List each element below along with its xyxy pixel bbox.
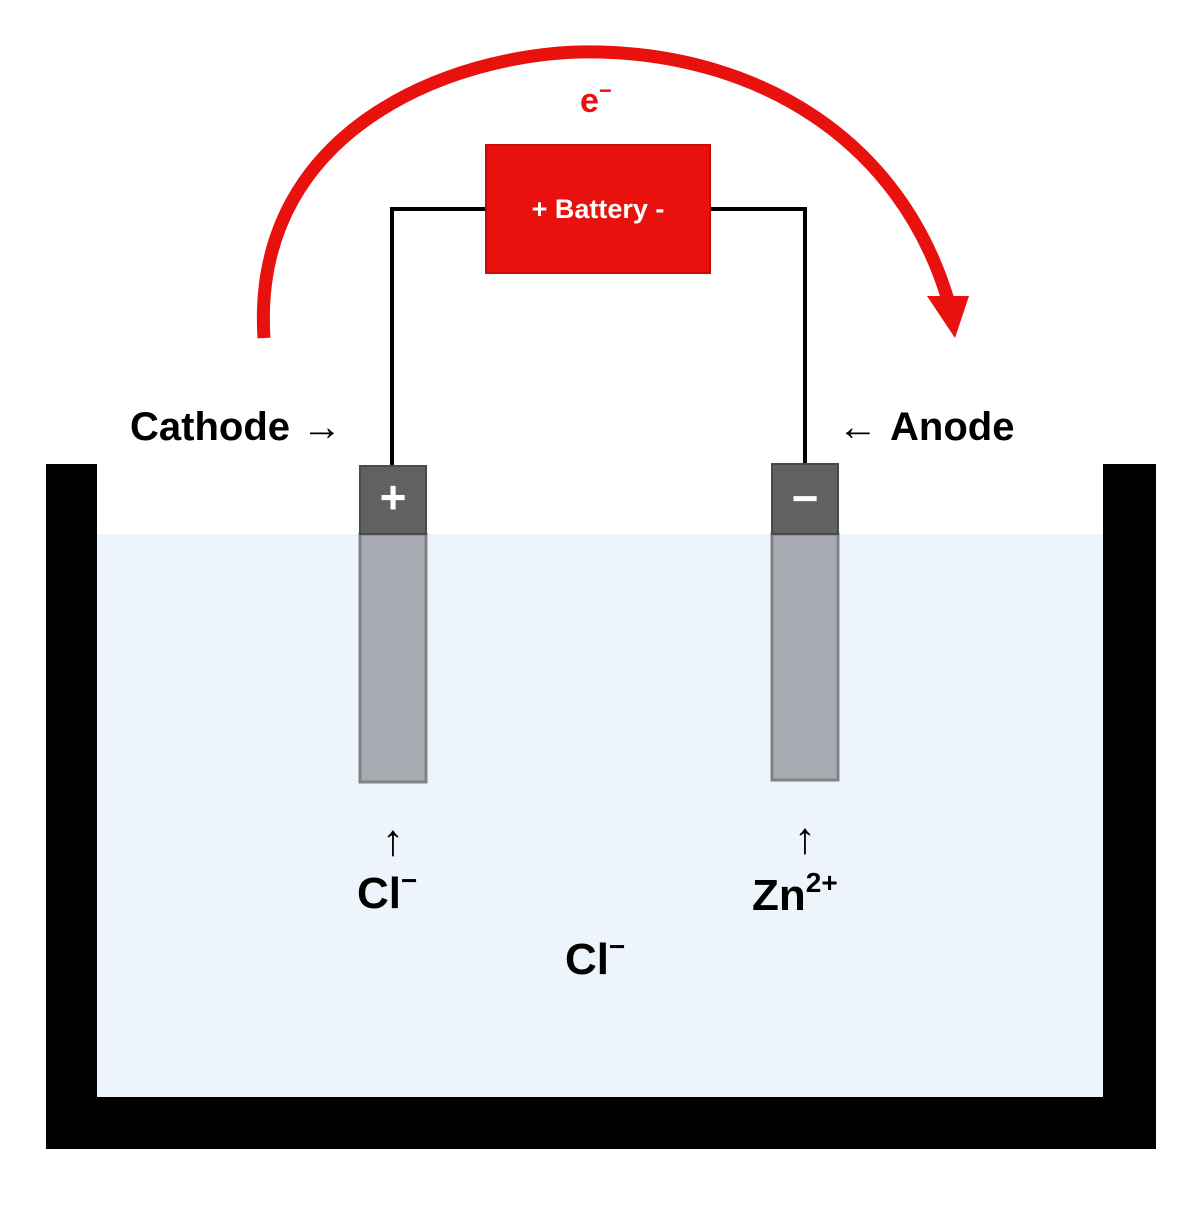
electron-label: e− (580, 78, 612, 120)
battery-body (485, 144, 711, 274)
anode-terminal-sign: − (792, 472, 819, 524)
cathode-electrode: + (358, 465, 428, 784)
anode-wire (709, 207, 807, 464)
tank-right-wall (1103, 464, 1156, 1149)
cathode-label: Cathode→ (130, 405, 342, 449)
battery-label: + Battery - (532, 194, 665, 224)
electron-flow-arrow (256, 45, 955, 339)
cathode-wire (390, 207, 487, 466)
battery: + Battery - (485, 144, 711, 274)
anode-ion-arrow: ↑ (794, 814, 816, 863)
tank-bottom (46, 1097, 1156, 1149)
electron-charge: − (599, 78, 612, 103)
cathode-electrode-body (358, 532, 428, 784)
electrolysis-tank (46, 464, 1156, 1149)
anode-ion: Zn2+ (752, 867, 838, 920)
anode-label: ←Anode (838, 405, 1014, 449)
electron-flow-arrowhead (927, 296, 969, 338)
solution-ion-charge: − (609, 931, 625, 962)
tank-left-wall (46, 464, 97, 1149)
anode-electrode: − (770, 463, 840, 782)
cathode-terminal-cap (359, 465, 427, 535)
anode-arrow: ← (838, 405, 878, 449)
anode-terminal-cap (771, 463, 839, 535)
anode-electrode-body (770, 532, 840, 782)
anode-ion-charge: 2+ (806, 867, 838, 898)
solution-ion: Cl− (565, 931, 625, 984)
cathode-ion-charge: − (401, 865, 417, 896)
cathode-arrow: → (302, 405, 342, 449)
cathode-ion-arrow: ↑ (382, 816, 404, 865)
cathode-ion: Cl− (357, 865, 417, 918)
electrolyte-solution (97, 534, 1103, 1097)
cathode-terminal-sign: + (380, 471, 407, 523)
